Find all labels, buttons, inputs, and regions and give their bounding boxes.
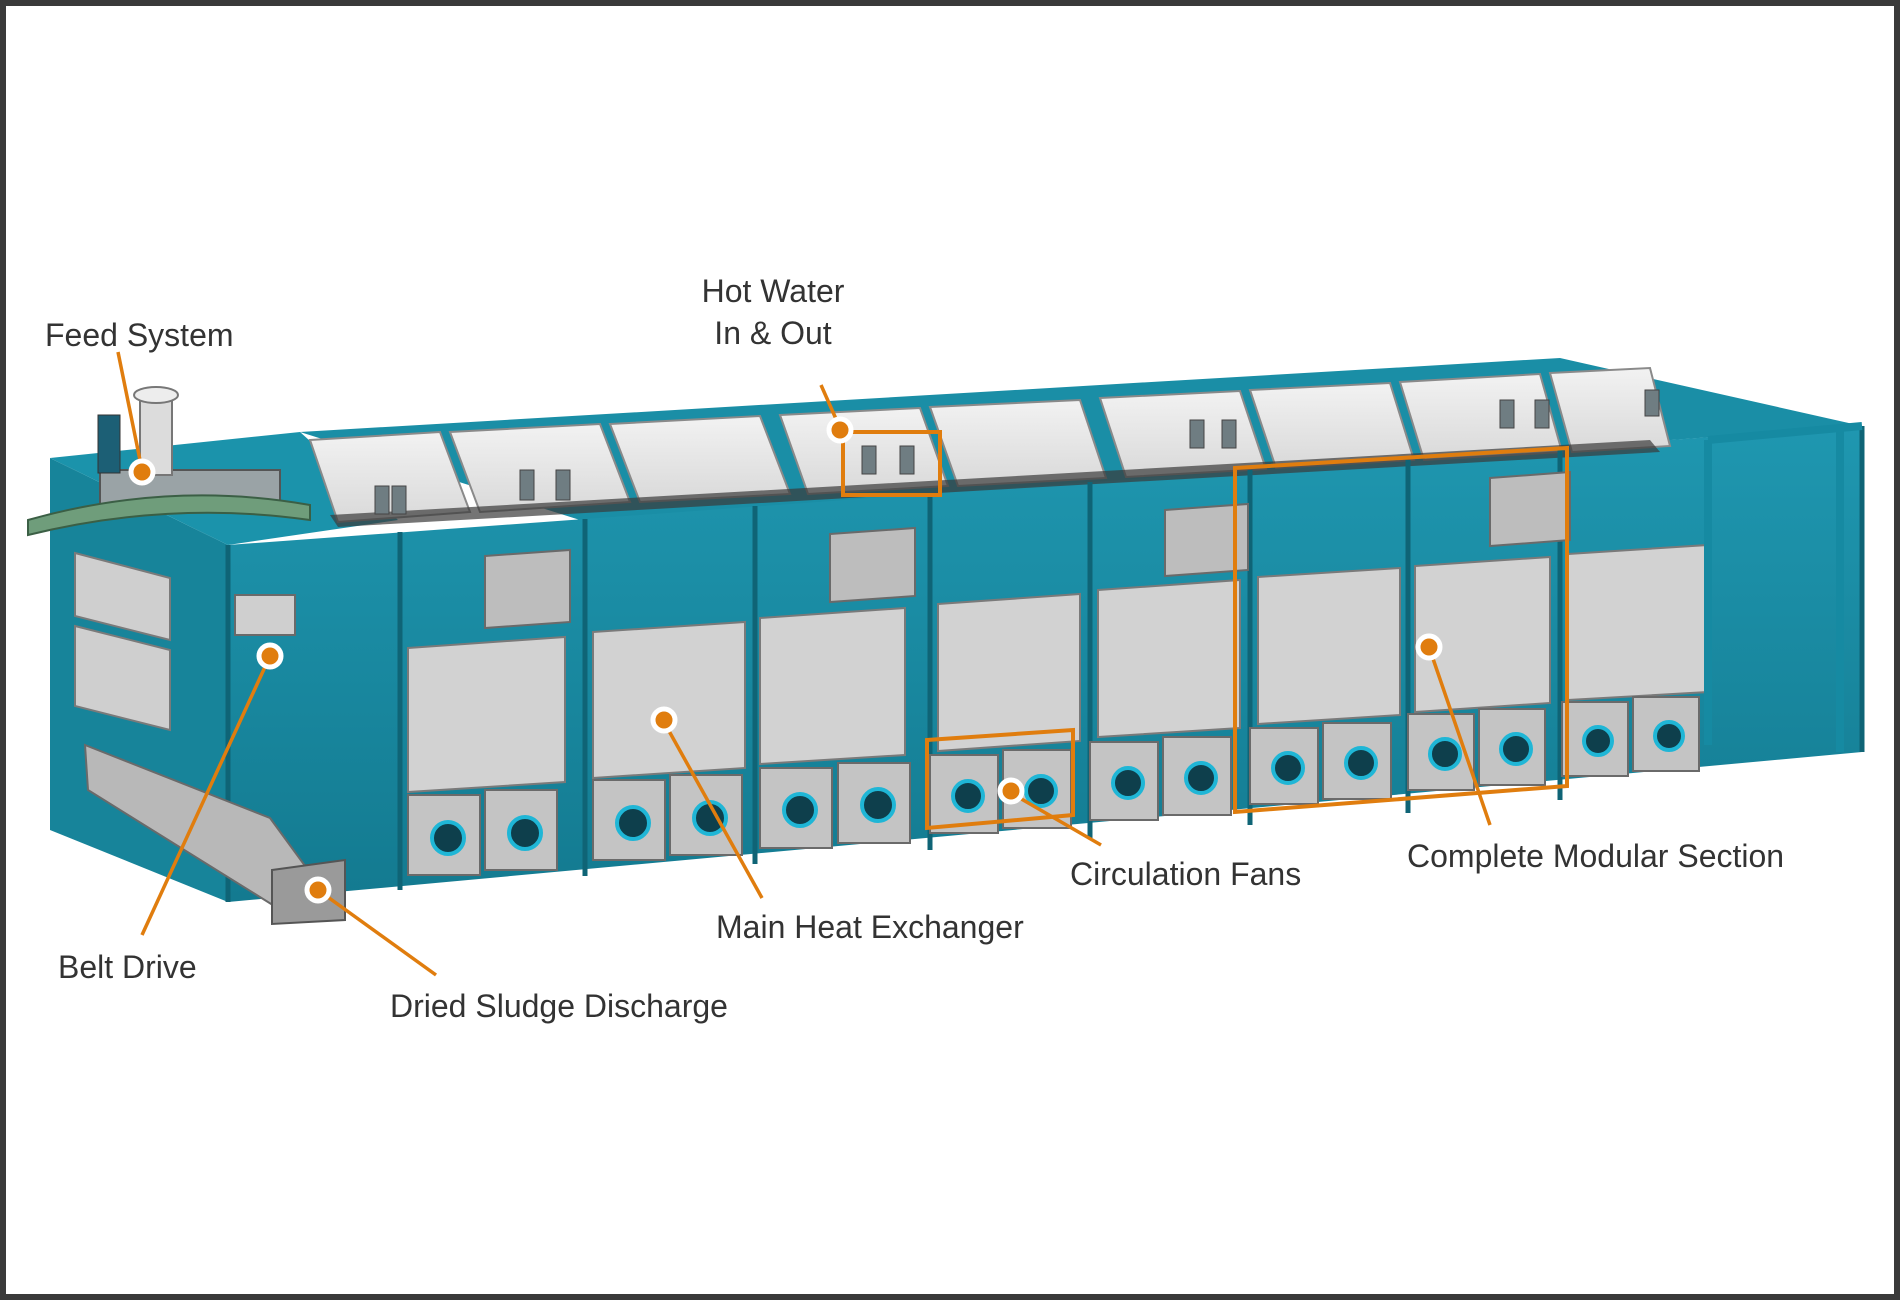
- belt-drive-label: Belt Drive: [58, 949, 197, 985]
- callout-markers: [128, 416, 1443, 904]
- circulation-fans-marker: [997, 777, 1025, 805]
- feed-system-marker: [128, 458, 156, 486]
- hot-water-highlight-box: [841, 430, 942, 497]
- hot-water-marker: [826, 416, 854, 444]
- pipe-stubs: [374, 389, 1660, 515]
- callout-labels: Feed System Hot Water In & Out Belt Driv…: [45, 273, 1784, 1024]
- end-access-panels: [74, 551, 171, 732]
- heat-exchanger-panels: [407, 543, 1709, 794]
- top-lids: [308, 366, 1672, 524]
- main-heat-exchanger-marker: [650, 706, 678, 734]
- dried-sludge-discharge-label: Dried Sludge Discharge: [390, 988, 728, 1024]
- leader-lines: [116, 351, 1492, 977]
- complete-modular-section-marker: [1415, 633, 1443, 661]
- control-boxes: [484, 470, 1571, 630]
- feed-system-label: Feed System: [45, 317, 234, 353]
- complete-modular-section-label: Complete Modular Section: [1407, 838, 1784, 874]
- right-end-frame: [1704, 422, 1863, 752]
- modular-section-highlight-box: [1233, 445, 1569, 815]
- hot-water-label-line2: In & Out: [714, 315, 832, 351]
- belt-drive-marker: [256, 642, 284, 670]
- hot-water-label: Hot Water: [702, 273, 845, 309]
- dried-sludge-marker: [304, 876, 332, 904]
- circulation-fans-highlight-box: [925, 727, 1075, 831]
- main-heat-exchanger-label: Main Heat Exchanger: [716, 909, 1024, 945]
- circulation-fans-label: Circulation Fans: [1070, 856, 1301, 892]
- belt-drive-panel: [234, 594, 296, 636]
